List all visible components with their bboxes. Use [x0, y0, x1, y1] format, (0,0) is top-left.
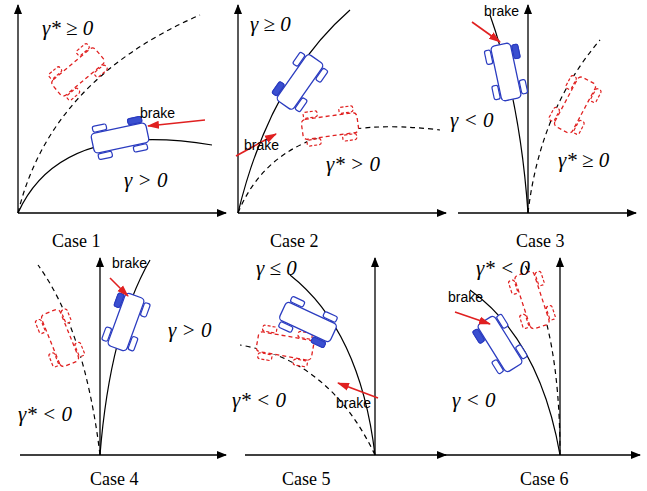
axes: [18, 5, 640, 455]
case-label: Case 1: [52, 232, 101, 250]
vehicle-actual: [275, 295, 340, 349]
yaw-rate-label: γ* < 0: [18, 404, 72, 425]
yaw-rate-label: γ* ≥ 0: [558, 150, 609, 171]
vehicle-actual: [270, 49, 330, 114]
yaw-rate-label: γ* > 0: [326, 154, 380, 175]
brake-arrows: [110, 22, 500, 398]
brake-label: brake: [244, 138, 279, 152]
vehicle-actual: [100, 290, 151, 354]
yaw-rate-label: γ* ≥ 0: [42, 18, 93, 39]
yaw-rate-label: γ* < 0: [476, 258, 530, 279]
vehicle-reference: [547, 72, 603, 137]
yaw-rate-label: γ < 0: [450, 110, 493, 131]
case-label: Case 3: [516, 232, 565, 250]
yaw-rate-label: γ > 0: [168, 320, 211, 341]
brake-label: brake: [140, 106, 175, 120]
yaw-rate-label: γ ≤ 0: [256, 258, 297, 279]
case-label: Case 5: [282, 470, 331, 488]
vehicle-actual: [484, 41, 529, 103]
brake-label: brake: [484, 4, 519, 18]
case-label: Case 6: [520, 470, 569, 488]
vehicle-reference: [46, 41, 111, 103]
brake-label: brake: [112, 256, 147, 270]
brake-label: brake: [448, 290, 483, 304]
vehicle-actual: [89, 116, 151, 161]
trajectories: [18, 10, 600, 455]
yaw-rate-label: γ > 0: [124, 170, 167, 191]
yaw-rate-label: γ < 0: [452, 390, 495, 411]
yaw-rate-label: γ ≥ 0: [250, 14, 291, 35]
vehicle-reference: [34, 306, 87, 371]
case-label: Case 4: [90, 470, 139, 488]
vehicle-reference: [300, 105, 360, 146]
yaw-rate-label: γ* < 0: [232, 390, 286, 411]
case-label: Case 2: [270, 232, 319, 250]
brake-label: brake: [336, 396, 371, 410]
